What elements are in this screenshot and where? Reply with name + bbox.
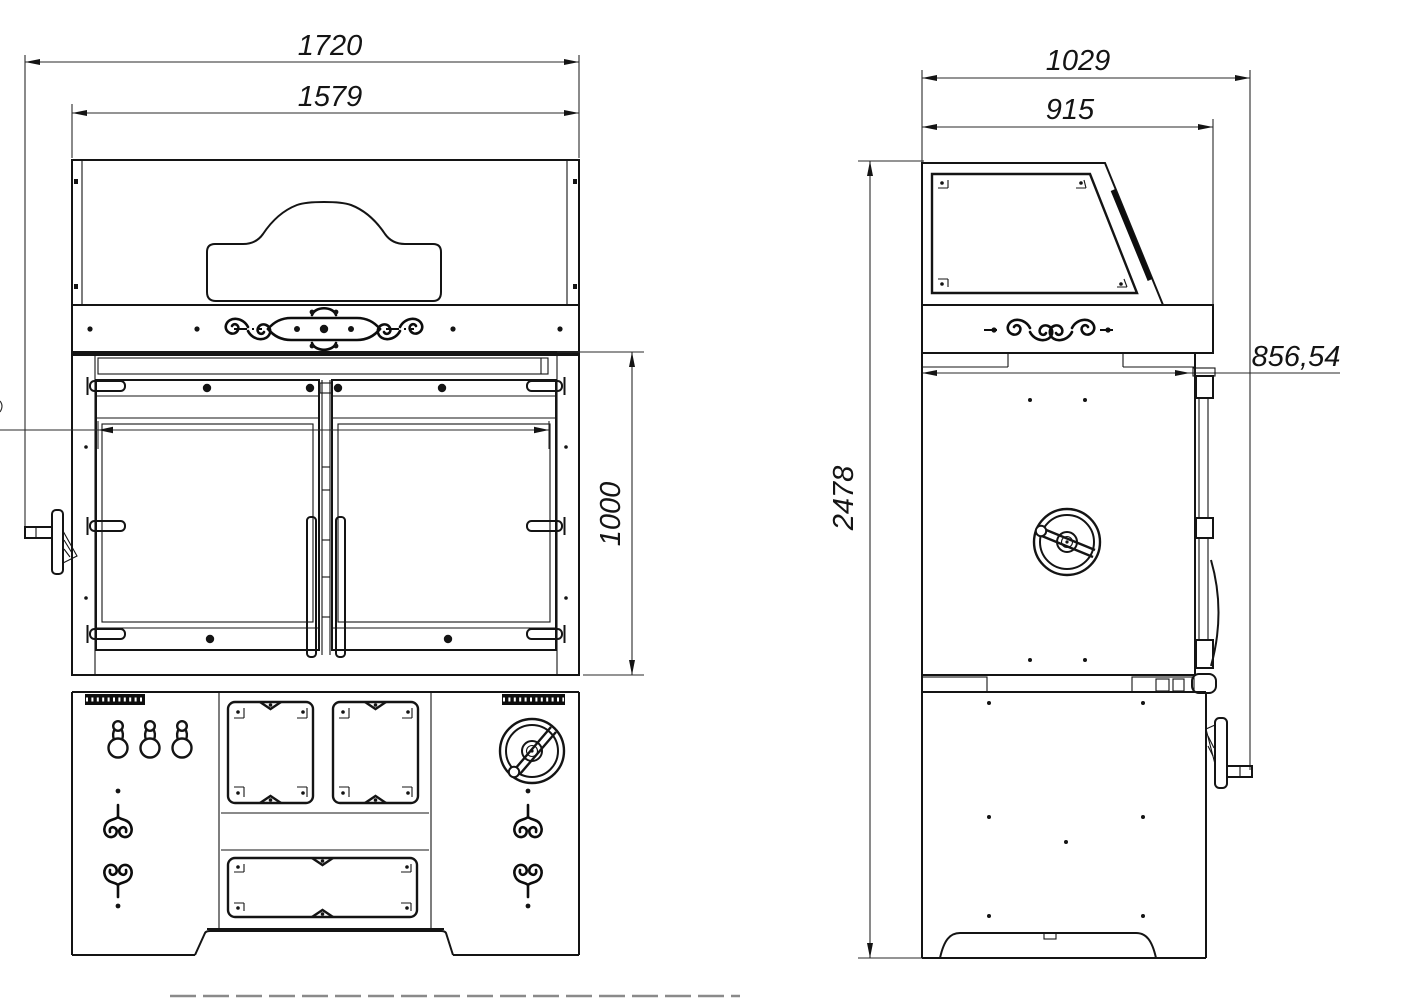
front-dim-chamber-height: 1000 — [557, 351, 644, 676]
front-chamber — [0, 351, 580, 676]
tool-hooks — [107, 720, 193, 759]
chamber-vent-slot — [97, 357, 549, 375]
hood-cloud-cutout — [206, 201, 442, 302]
side-view: 1029 915 2478 856,54 — [828, 45, 1340, 959]
left-door-handle-bar — [306, 516, 317, 658]
front-dim-door-opening — [0, 400, 550, 449]
dim-label-1579: 1579 — [298, 81, 363, 113]
side-door-handle-arc — [1210, 559, 1220, 667]
side-dim-chamber-depth: 856,54 — [922, 341, 1340, 376]
front-left-crank-handle — [24, 509, 78, 575]
side-dim-hood-depth: 915 — [922, 94, 1214, 305]
dim-label-2478: 2478 — [828, 466, 860, 532]
side-door-edge-strip — [1192, 367, 1220, 669]
front-dim-overall-width: 1720 — [24, 30, 580, 527]
side-latch-assembly — [1131, 673, 1217, 694]
side-shelf-notch — [921, 676, 988, 693]
dim-label-856-54: 856,54 — [1252, 341, 1341, 373]
front-plinth — [194, 928, 454, 956]
side-lower-cabinet — [921, 673, 1253, 959]
center-mullion — [319, 380, 333, 655]
hood-glass-edge — [1110, 189, 1153, 281]
dim-label-915: 915 — [1046, 94, 1095, 126]
scroll-ornaments-right — [513, 788, 543, 909]
hatch-strip-left — [85, 694, 145, 705]
cutoff-dim-text-fragment — [0, 400, 3, 413]
side-hood — [921, 162, 1165, 306]
side-band-scrollwork — [1006, 318, 1096, 342]
plaque-panel-wide — [226, 856, 419, 919]
side-foot-arch — [939, 932, 1157, 959]
side-chamber — [921, 352, 1220, 676]
plaque-panel-right — [331, 700, 420, 805]
side-decorative-band — [921, 304, 1214, 354]
front-decorative-band — [71, 304, 580, 353]
side-hood-plaque — [930, 172, 1139, 295]
right-door-handle-bar — [335, 516, 346, 658]
right-door-glass — [337, 423, 551, 623]
side-dim-overall-height: 2478 — [828, 160, 924, 959]
hatch-strip-right — [502, 694, 565, 705]
scroll-ornaments-left — [103, 788, 133, 909]
door-pegs — [86, 377, 566, 643]
band-scrollwork-ornament — [224, 306, 424, 352]
front-handwheel — [498, 717, 566, 785]
plaque-panel-left — [226, 700, 315, 805]
right-door — [331, 379, 557, 651]
side-handwheel — [1032, 507, 1102, 577]
left-door — [95, 379, 320, 651]
front-lower-cabinet — [71, 674, 580, 956]
front-hood — [71, 159, 580, 306]
left-door-glass — [101, 423, 314, 623]
dim-label-1029: 1029 — [1046, 45, 1111, 77]
side-lower-crank-handle — [1205, 717, 1253, 789]
front-dim-hood-width: 1579 — [71, 81, 579, 158]
side-dim-overall-depth: 1029 — [921, 45, 1251, 770]
dim-label-1720: 1720 — [298, 30, 363, 62]
front-view: 1720 1579 — [0, 30, 644, 956]
dim-label-1000: 1000 — [595, 482, 627, 547]
